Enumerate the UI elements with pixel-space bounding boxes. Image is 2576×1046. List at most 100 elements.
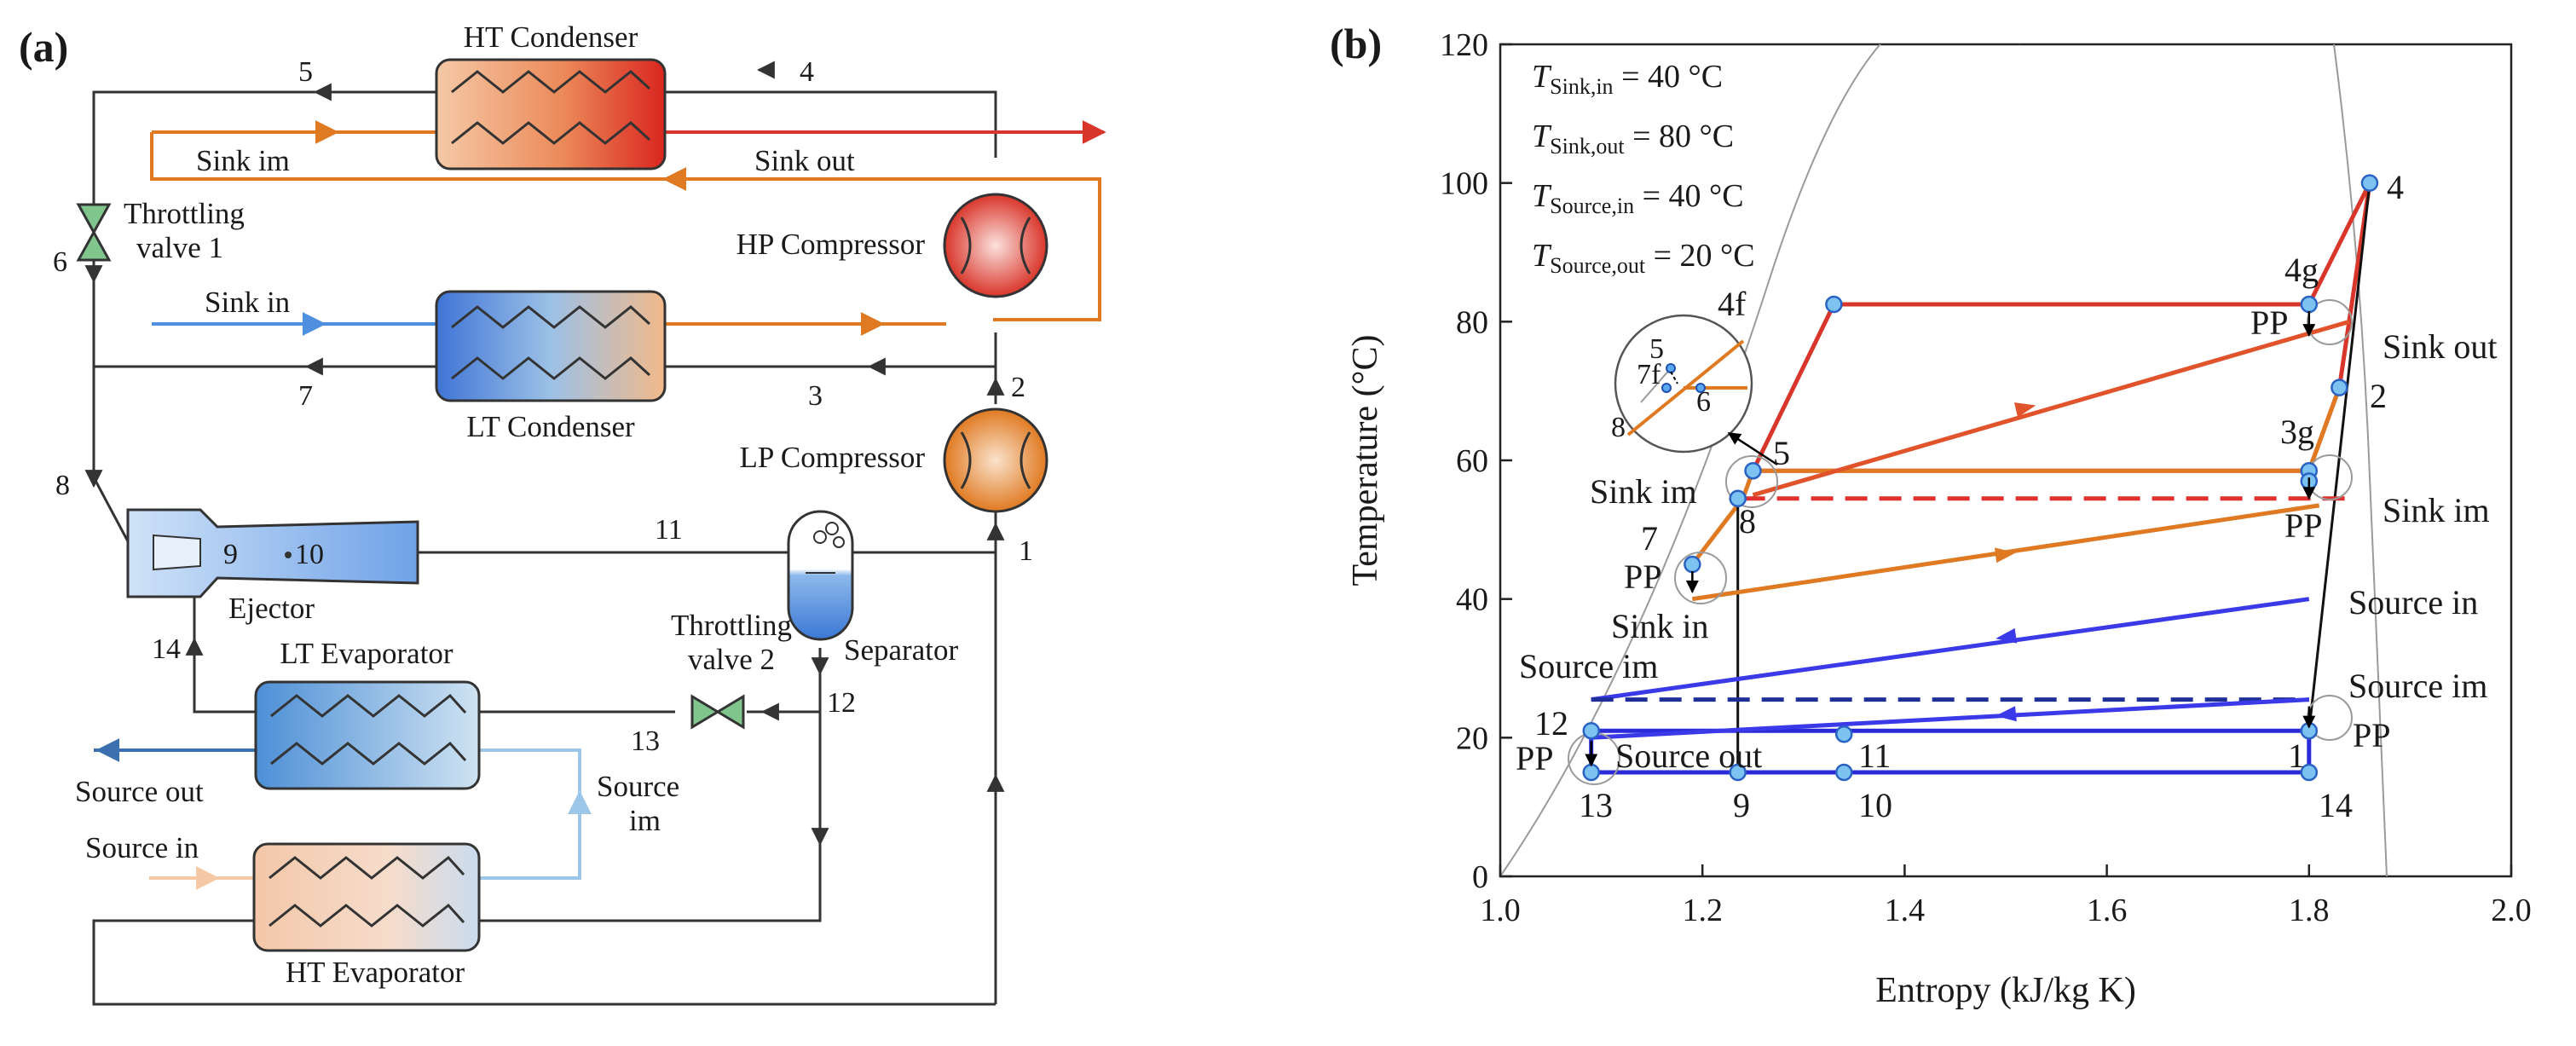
- source-im-line: [479, 748, 581, 880]
- hp-compressor: HP Compressor: [736, 193, 1048, 298]
- x-tick-label-2: 1.4: [1885, 893, 1926, 928]
- inset-label-7f: 7f: [1637, 359, 1661, 390]
- state-point-4g: [2300, 295, 2319, 314]
- y-tick-label-6: 120: [1440, 27, 1488, 63]
- lt-evaporator-label: LT Evaporator: [280, 637, 453, 670]
- state-point-4f: [1825, 295, 1843, 314]
- state-point-11: [1834, 725, 1853, 743]
- condition-source-out-sub: Source,out: [1550, 253, 1646, 278]
- flow-label-sink-out: Sink out: [754, 144, 855, 177]
- inset-label-5: 5: [1649, 333, 1664, 365]
- hp-compressor-label: HP Compressor: [736, 228, 926, 261]
- state-4: 4: [800, 56, 814, 88]
- label-sink-im-left: Sink im: [1590, 472, 1697, 511]
- condition-source-out-symbol: T: [1532, 238, 1552, 274]
- state-point-9: [1729, 763, 1747, 782]
- label-pp-right: PP: [2353, 716, 2391, 754]
- ht-condenser: HT Condenser: [435, 20, 667, 170]
- condition-sink-in-sub: Sink,in: [1550, 74, 1613, 99]
- state-point-10: [1834, 763, 1853, 782]
- lp-compressor-label: LP Compressor: [740, 441, 926, 474]
- throttling-valve-1: Throttling valve 1: [76, 197, 245, 264]
- label-sink-im-right: Sink im: [2383, 491, 2490, 529]
- label-source-out: Source out: [1615, 737, 1762, 775]
- state-point-8: [1729, 489, 1747, 507]
- state-point-5: [1744, 461, 1762, 480]
- label-source-im-right: Source im: [2348, 667, 2487, 705]
- label-4g: 4g: [2284, 251, 2319, 289]
- sink-water-lines: [150, 120, 1106, 336]
- state-point-4: [2360, 174, 2379, 192]
- refrigerant-arrows: [84, 61, 1005, 847]
- label-pp-left: PP: [1624, 558, 1662, 596]
- state-point-14: [2300, 763, 2319, 782]
- label-4: 4: [2387, 168, 2404, 206]
- plot-annotations: 4 4g PP Sink out 2 3g PP Sink im Source …: [1516, 168, 2497, 824]
- label-7: 7: [1641, 519, 1658, 558]
- label-9: 9: [1733, 786, 1750, 824]
- flow-arrow-0: [2014, 402, 2036, 418]
- x-tick-label-1: 1.2: [1682, 893, 1723, 928]
- label-source-im-left: Source im: [1519, 647, 1658, 685]
- label-source-in: Source in: [2348, 583, 2478, 621]
- label-pp-top: PP: [2250, 303, 2289, 342]
- condition-sink-in-symbol: T: [1532, 59, 1552, 95]
- label-2: 2: [2370, 377, 2387, 415]
- y-tick-label-2: 40: [1456, 582, 1488, 618]
- state-point-12: [1582, 721, 1600, 740]
- label-4f: 4f: [1718, 285, 1747, 323]
- flow-label-source-in: Source in: [85, 831, 199, 864]
- label-14: 14: [2319, 786, 2353, 824]
- label-pp-bottom: PP: [1516, 739, 1554, 777]
- inset-label-6: 6: [1696, 386, 1711, 418]
- state-points: [1582, 174, 2379, 782]
- label-12: 12: [1534, 704, 1568, 743]
- throttling-valve-2-label-line1: Throttling: [671, 609, 792, 642]
- flow-label-sink-im: Sink im: [196, 144, 290, 177]
- label-11: 11: [1858, 737, 1892, 775]
- ht-evaporator: HT Evaporator: [252, 842, 481, 989]
- series-line-10: [1591, 697, 2309, 740]
- state-point-7: [1684, 555, 1701, 574]
- label-sink-out: Sink out: [2383, 327, 2497, 366]
- line-4: [665, 90, 997, 158]
- label-1: 1: [2288, 737, 2305, 775]
- condition-source-in-value: = 40 °C: [1634, 178, 1743, 214]
- separator: Separator: [787, 510, 958, 667]
- flow-label-source-im-2: im: [629, 804, 661, 837]
- condition-sink-out-value: = 80 °C: [1625, 118, 1734, 154]
- state-6: 6: [53, 246, 67, 278]
- sink-im-loop: [150, 132, 1101, 321]
- line-12-ht: [479, 648, 822, 922]
- line-bottom: [92, 919, 996, 1006]
- condition-sink-out: TSink,out = 80 °C: [1532, 118, 1734, 159]
- throttling-valve-2-label-line2: valve 2: [688, 643, 775, 676]
- panel-b-label: (b): [1330, 20, 1382, 67]
- lt-condenser: LT Condenser: [435, 290, 667, 443]
- flow-arrow-1: [1994, 547, 2016, 563]
- label-pp-mid: PP: [2284, 506, 2323, 545]
- line-3: [665, 365, 997, 404]
- throttling-valve-1-label-line2: valve 1: [136, 231, 223, 264]
- series-line-5: [1752, 319, 2350, 498]
- condition-source-out: TSource,out = 20 °C: [1532, 238, 1755, 278]
- label-10: 10: [1858, 786, 1892, 824]
- line-6-8: [92, 290, 130, 542]
- condition-sink-out-symbol: T: [1532, 118, 1552, 154]
- condition-sink-in: TSink,in = 40 °C: [1532, 59, 1723, 99]
- label-5: 5: [1773, 434, 1790, 472]
- state-14: 14: [152, 633, 181, 665]
- state-5: 5: [298, 56, 313, 88]
- x-tick-label-5: 2.0: [2491, 893, 2532, 928]
- state-13: 13: [631, 725, 660, 757]
- saturated-vapor-line: [2333, 44, 2388, 876]
- lp-compressor: LP Compressor: [740, 407, 1048, 513]
- y-tick-label-0: 0: [1472, 859, 1488, 895]
- state-12: 12: [827, 687, 856, 719]
- panel-a-label: (a): [19, 23, 68, 71]
- source-water-lines: [94, 738, 592, 890]
- state-3: 3: [808, 380, 823, 412]
